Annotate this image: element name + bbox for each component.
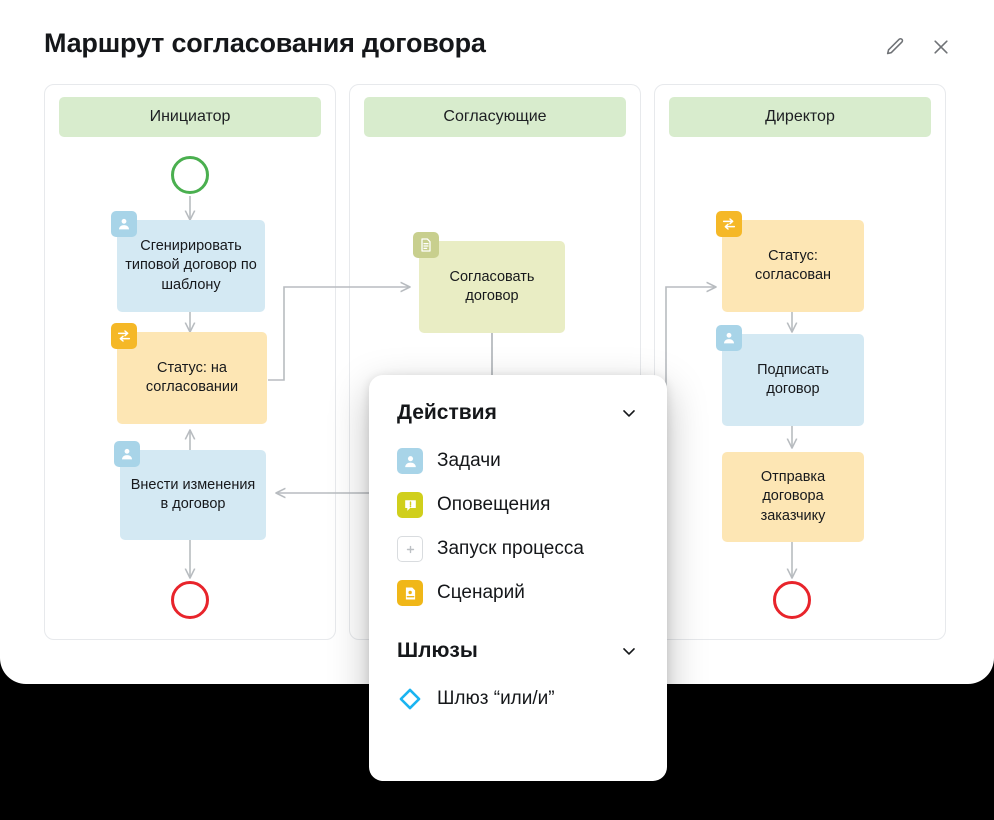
user-icon — [716, 325, 742, 351]
status-icon — [716, 211, 742, 237]
user-icon — [111, 211, 137, 237]
process-start-icon — [397, 536, 423, 562]
palette-spacer — [397, 615, 639, 639]
palette-section-gateways-header[interactable]: Шлюзы — [397, 639, 639, 663]
palette-item-label: Оповещения — [437, 494, 551, 515]
palette-item-tasks[interactable]: Задачи — [397, 439, 639, 483]
node-label: Статус: на согласовании — [145, 359, 239, 395]
end-event-initiator[interactable] — [171, 581, 209, 619]
page-title: Маршрут согласования договора — [44, 28, 486, 58]
node-label: Согласовать договор — [449, 268, 535, 304]
card-header: Маршрут согласования договора — [0, 0, 994, 82]
workflow-card: Маршрут согласования договора — [0, 0, 994, 684]
node-amend-contract[interactable]: Внести изменения в договор — [114, 441, 266, 540]
palette-section-actions-header[interactable]: Действия — [397, 401, 639, 425]
header-actions — [882, 34, 954, 60]
chevron-down-icon[interactable] — [619, 403, 639, 423]
node-send-contract[interactable]: Отправка договора заказчику — [722, 452, 864, 542]
palette-item-label: Задачи — [437, 450, 501, 471]
end-event-director[interactable] — [773, 581, 811, 619]
node-generate-contract[interactable]: Сгенирировать типовой договор по шаблону — [111, 211, 265, 312]
task-user-icon — [397, 448, 423, 474]
status-icon — [111, 323, 137, 349]
palette-item-label: Запуск процесса — [437, 538, 584, 559]
lane-title-initiator: Инициатор — [59, 97, 321, 137]
palette-item-process-start[interactable]: Запуск процесса — [397, 527, 639, 571]
document-icon — [413, 232, 439, 258]
pencil-icon[interactable] — [882, 34, 908, 60]
node-sign-contract[interactable]: Подписать договор — [716, 325, 864, 426]
lane-title-approvers: Согласующие — [364, 97, 626, 137]
palette-item-label: Шлюз “или/и” — [437, 688, 555, 709]
gateway-diamond-icon — [397, 686, 423, 712]
chevron-down-icon[interactable] — [619, 641, 639, 661]
script-icon — [397, 580, 423, 606]
section-title: Шлюзы — [397, 639, 478, 662]
node-label: Внести изменения в договор — [130, 476, 256, 512]
start-event-initiator[interactable] — [171, 156, 209, 194]
lane-title-director: Директор — [669, 97, 931, 137]
elements-palette-panel: Действия Задачи — [369, 375, 667, 781]
node-label: Сгенирировать типовой договор по шаблону — [125, 238, 257, 293]
palette-item-label: Сценарий — [437, 582, 525, 603]
node-status-approved[interactable]: Статус: согласован — [716, 211, 864, 312]
section-title: Действия — [397, 401, 497, 424]
node-approve-contract[interactable]: Согласовать договор — [413, 232, 565, 333]
node-label: Статус: согласован — [754, 247, 832, 283]
notification-icon — [397, 492, 423, 518]
palette-item-gateway-or-and[interactable]: Шлюз “или/и” — [397, 677, 639, 721]
node-label: Подписать договор — [757, 361, 829, 397]
close-icon[interactable] — [928, 34, 954, 60]
palette-item-script[interactable]: Сценарий — [397, 571, 639, 615]
user-icon — [114, 441, 140, 467]
palette-item-notifications[interactable]: Оповещения — [397, 483, 639, 527]
node-label: Отправка договора заказчику — [760, 469, 826, 524]
node-status-approving[interactable]: Статус: на согласовании — [111, 323, 267, 424]
